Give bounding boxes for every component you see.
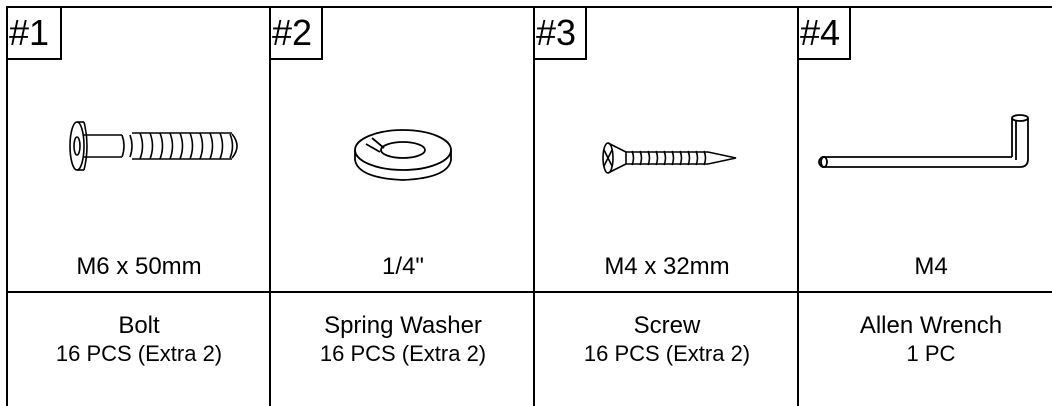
part-name: Spring Washer <box>324 312 482 339</box>
column-divider <box>269 6 271 406</box>
bolt-icon <box>69 121 238 171</box>
part-name: Screw <box>633 312 701 339</box>
part-size: 1/4" <box>382 253 424 280</box>
part-number: #1 <box>8 8 62 60</box>
part-description: Screw 16 PCS (Extra 2) <box>535 312 799 368</box>
part-size: M6 x 50mm <box>76 253 202 280</box>
part-number: #2 <box>271 8 323 60</box>
screw-icon <box>602 142 737 174</box>
row-divider <box>6 291 1052 293</box>
allen-wrench-icon <box>818 114 1029 168</box>
part-quantity: 16 PCS (Extra 2) <box>583 341 751 366</box>
table-frame <box>6 6 1052 406</box>
part-description: Bolt 16 PCS (Extra 2) <box>7 312 271 368</box>
part-description: Allen Wrench 1 PC <box>799 312 1052 368</box>
part-number: #4 <box>799 8 851 60</box>
part-description: Spring Washer 16 PCS (Extra 2) <box>271 312 535 368</box>
part-size: M4 <box>914 253 948 280</box>
part-name: Allen Wrench <box>859 312 1003 339</box>
part-quantity: 16 PCS (Extra 2) <box>319 341 487 366</box>
part-size: M4 x 32mm <box>604 253 730 280</box>
column-divider <box>533 6 535 406</box>
part-number: #3 <box>535 8 587 60</box>
part-name: Bolt <box>118 312 160 339</box>
spring-washer-icon <box>354 129 452 181</box>
part-quantity: 1 PC <box>906 341 956 366</box>
column-divider <box>797 6 799 406</box>
part-quantity: 16 PCS (Extra 2) <box>55 341 223 366</box>
